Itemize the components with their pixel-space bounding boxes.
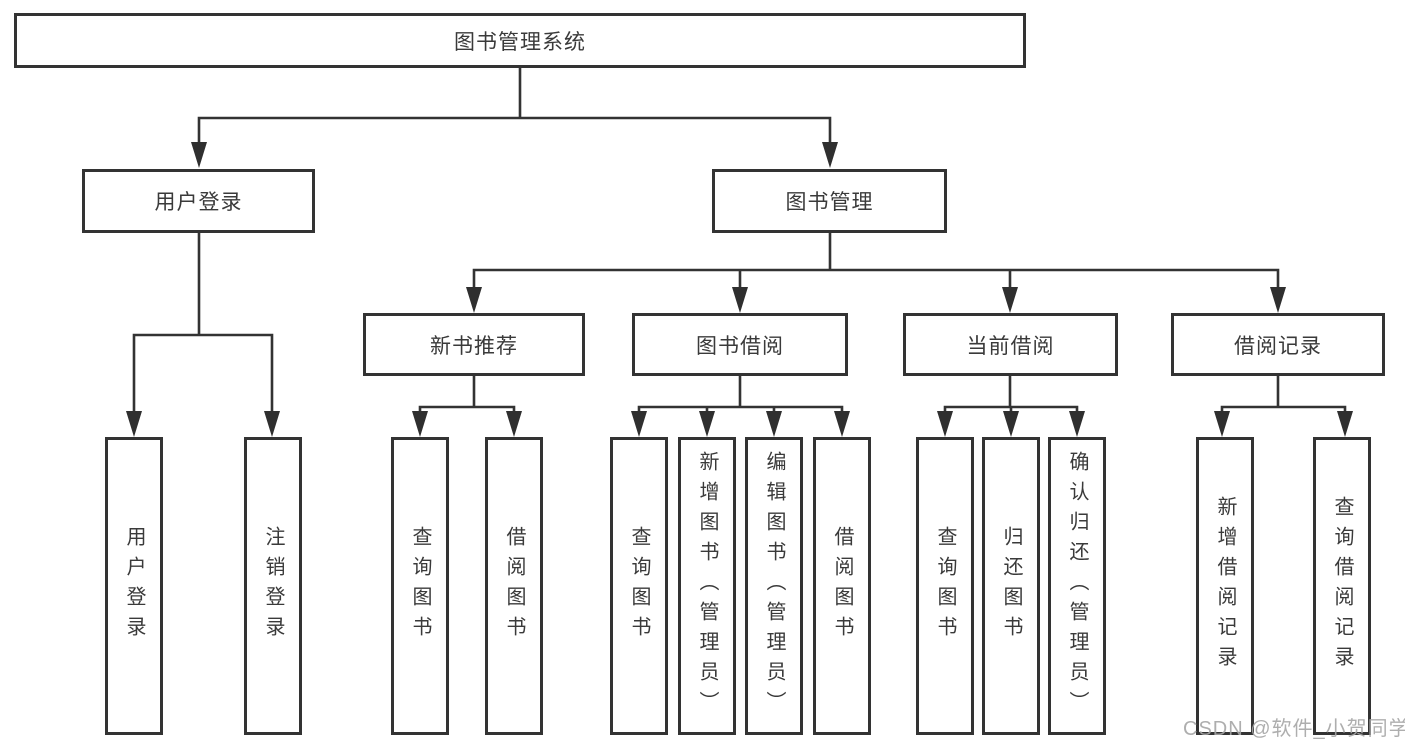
leaf-query-book-recommend: 查询图书 — [391, 437, 449, 735]
node-label: 当前借阅 — [966, 334, 1055, 358]
leaf-query-book-borrow: 查询图书 — [610, 437, 668, 735]
arrowhead-down-icon — [466, 287, 1286, 313]
node-label: 查询借阅记录 — [1331, 496, 1353, 676]
node-label: 查询图书 — [409, 526, 431, 646]
node-label: 借阅图书 — [831, 526, 853, 646]
node-label: 借阅图书 — [503, 526, 525, 646]
node-label: 用户登录 — [123, 526, 145, 646]
leaf-add-book-admin: 新增图书（管理员） — [678, 437, 736, 735]
leaf-user-login: 用户登录 — [105, 437, 163, 735]
node-new-book-recommend: 新书推荐 — [363, 313, 585, 376]
node-label: 用户登录 — [154, 191, 243, 214]
leaf-query-book-current: 查询图书 — [916, 437, 974, 735]
node-book-borrow: 图书借阅 — [632, 313, 848, 376]
node-label: 编辑图书（管理员） — [763, 451, 785, 721]
leaf-add-borrow-record: 新增借阅记录 — [1196, 437, 1254, 735]
connector-new-book-recommend-to-leaves — [412, 374, 522, 437]
node-label: 归还图书 — [1000, 526, 1022, 646]
leaf-borrow-book: 借阅图书 — [813, 437, 871, 735]
connector-book-management-to-level3 — [466, 231, 1286, 313]
node-label: 确认归还（管理员） — [1066, 451, 1088, 721]
leaf-confirm-return-admin: 确认归还（管理员） — [1048, 437, 1106, 735]
arrowhead-down-icon — [126, 411, 280, 437]
node-label: 新增图书（管理员） — [696, 451, 718, 721]
leaf-borrow-book-recommend: 借阅图书 — [485, 437, 543, 735]
node-label: 图书借阅 — [696, 334, 784, 358]
arrowhead-down-icon — [631, 411, 850, 437]
arrowhead-down-icon — [412, 411, 522, 437]
node-user-login: 用户登录 — [82, 169, 315, 233]
connector-book-borrow-to-leaves — [631, 374, 850, 437]
connector-borrow-records-to-leaves — [1214, 374, 1353, 437]
node-label: 查询图书 — [934, 526, 956, 646]
connector-current-borrow-to-leaves — [937, 374, 1085, 437]
node-borrow-records: 借阅记录 — [1171, 313, 1385, 376]
node-book-management: 图书管理 — [712, 169, 947, 233]
node-label: 新书推荐 — [430, 334, 518, 358]
leaf-edit-book-admin: 编辑图书（管理员） — [745, 437, 803, 735]
leaf-logout: 注销登录 — [244, 437, 302, 735]
leaf-query-borrow-record: 查询借阅记录 — [1313, 437, 1371, 735]
connector-user-login-to-leaves — [126, 231, 280, 437]
node-library-management-system: 图书管理系统 — [14, 13, 1026, 68]
csdn-watermark: CSDN @软件_小贺同学 — [1183, 718, 1405, 740]
node-label: 查询图书 — [628, 526, 650, 646]
node-label: 图书管理 — [785, 191, 874, 214]
arrowhead-down-icon — [191, 142, 838, 168]
node-current-borrow: 当前借阅 — [903, 313, 1118, 376]
leaf-return-book: 归还图书 — [982, 437, 1040, 735]
node-label: 新增借阅记录 — [1214, 496, 1236, 676]
arrowhead-down-icon — [937, 411, 1085, 437]
arrowhead-down-icon — [1214, 411, 1353, 437]
node-label: 图书管理系统 — [454, 30, 586, 54]
node-label: 注销登录 — [262, 526, 284, 646]
node-label: 借阅记录 — [1234, 334, 1322, 358]
connector-root-to-level2 — [191, 66, 838, 168]
